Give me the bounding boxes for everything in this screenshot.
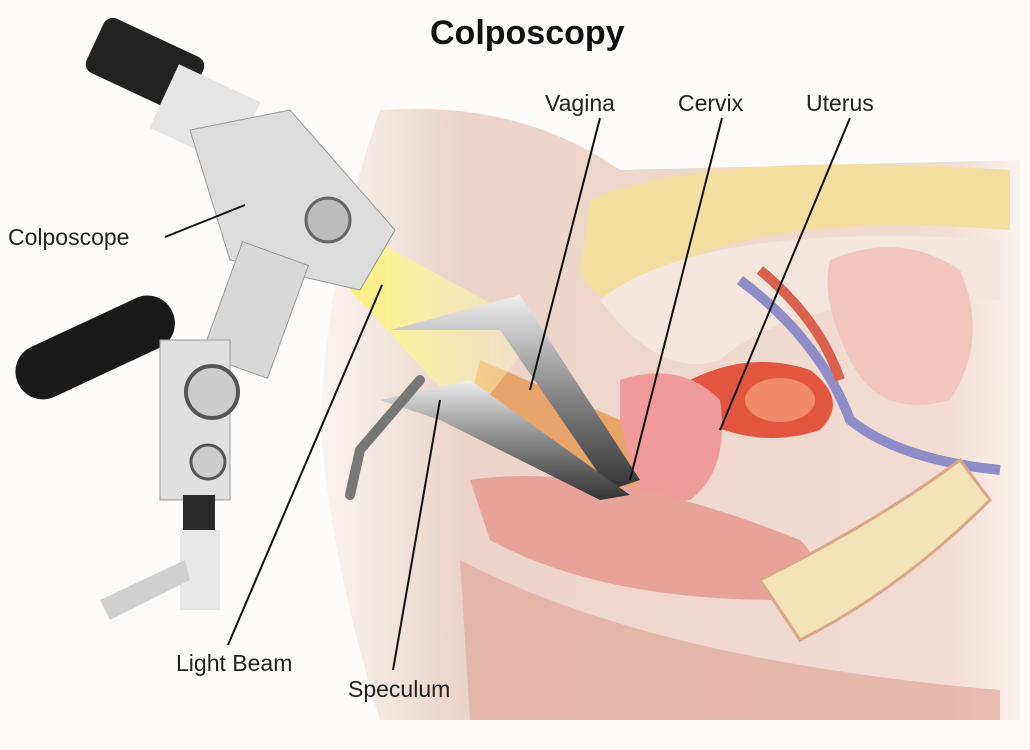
- leader-vagina: [529, 117, 601, 391]
- leader-light-beam: [227, 284, 383, 646]
- leader-speculum: [392, 399, 441, 671]
- lower-tissue: [460, 560, 1000, 720]
- leader-cervix: [629, 117, 723, 481]
- diagram-title: Colposcopy: [430, 14, 625, 52]
- blood-vessel-blue: [736, 276, 1001, 475]
- cervix-organ: [620, 373, 722, 502]
- leader-colposcope: [164, 204, 246, 238]
- rectum: [470, 476, 816, 600]
- fat-layer: [580, 164, 1010, 298]
- speculum-blade-bottom: [380, 380, 630, 500]
- intestines: [827, 247, 973, 405]
- blood-vessel-red: [756, 266, 845, 382]
- label-vagina: Vagina: [545, 90, 615, 116]
- label-colposcope: Colposcope: [8, 224, 130, 250]
- label-speculum: Speculum: [348, 676, 451, 702]
- sacrum: [757, 457, 992, 642]
- speculum-handle: [345, 375, 425, 500]
- colposcope-device: [15, 17, 396, 620]
- leader-uterus: [719, 117, 851, 431]
- label-cervix: Cervix: [678, 90, 744, 116]
- uterus-inner: [745, 378, 815, 422]
- label-uterus: Uterus: [806, 90, 874, 116]
- label-light-beam: Light Beam: [176, 650, 293, 676]
- speculum-blade-top: [390, 295, 640, 490]
